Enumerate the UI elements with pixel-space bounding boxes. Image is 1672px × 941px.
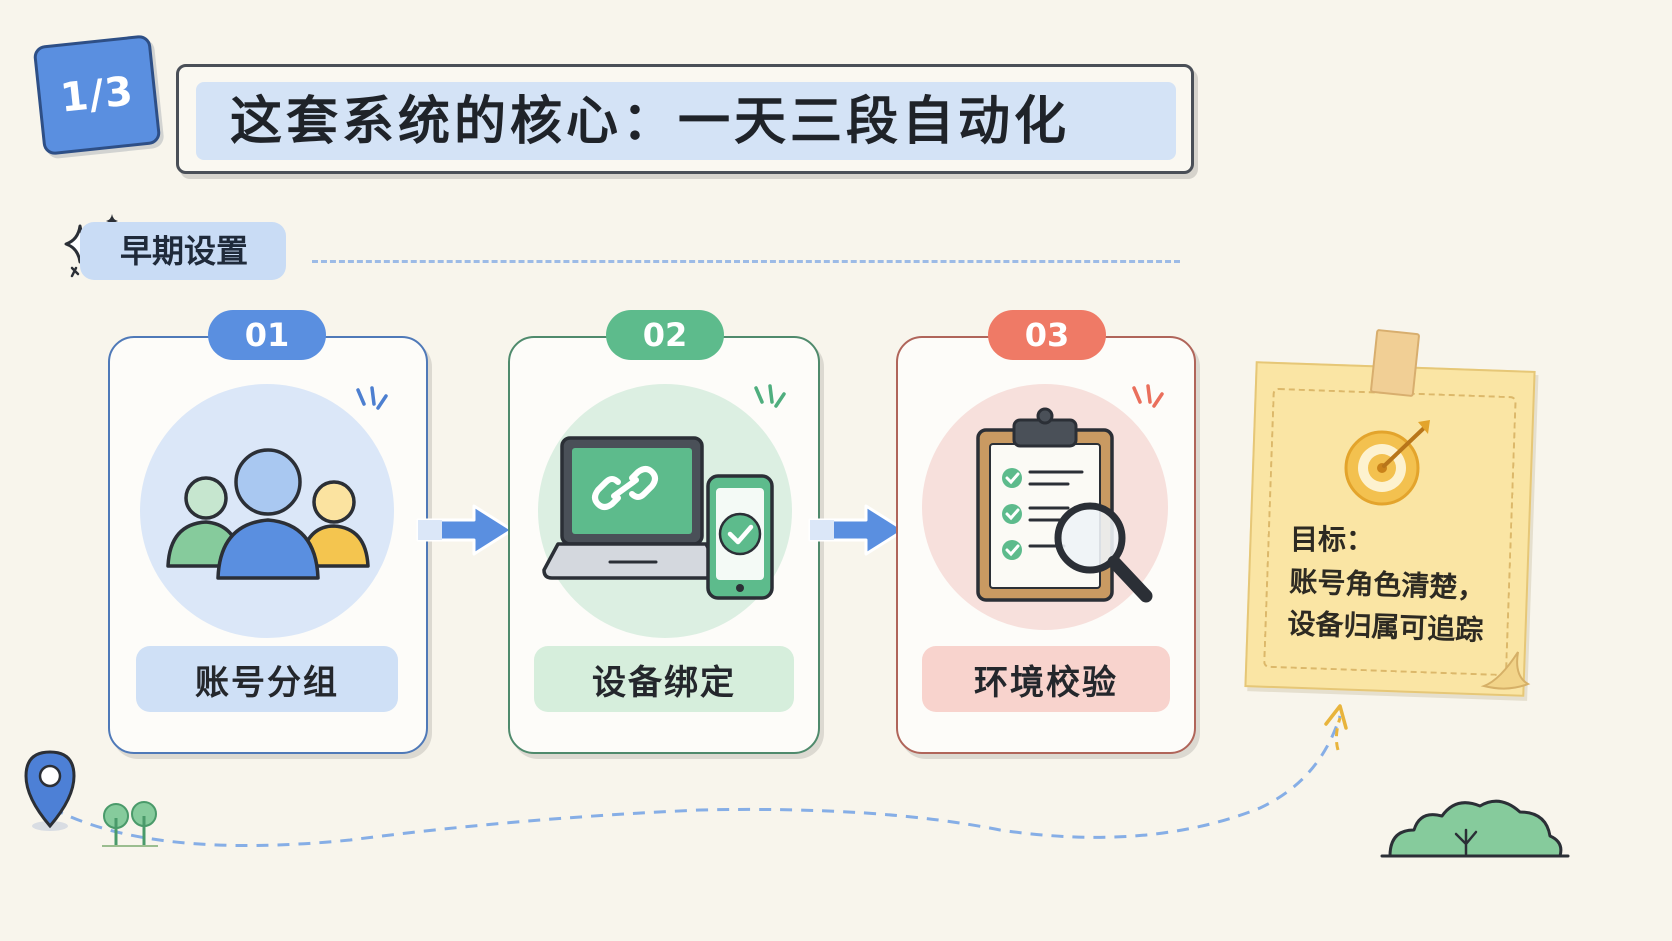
- goal-line-1: 账号角色清楚，: [1288, 565, 1486, 605]
- bush-icon: [1380, 799, 1570, 858]
- section-label: 早期设置: [120, 232, 249, 270]
- title-highlight: [196, 82, 1176, 160]
- arrow-right-icon: [808, 504, 906, 556]
- tape-icon: [1370, 329, 1420, 397]
- arrow-right-icon: [416, 504, 514, 556]
- step-label-2: 设备绑定: [534, 646, 794, 712]
- emphasis-marks-icon: [1132, 384, 1164, 408]
- user-group-icon: [166, 448, 370, 580]
- progress-path: [51, 704, 1348, 848]
- goal-line-2: 设备归属可追踪: [1286, 607, 1484, 647]
- emphasis-marks-icon: [356, 386, 388, 410]
- section-divider: [312, 260, 1180, 263]
- step-label-3: 环境校验: [922, 646, 1170, 712]
- trees-icon: [102, 801, 158, 847]
- linked-devices-icon: [542, 436, 774, 600]
- clipboard-check-icon: [976, 407, 1153, 603]
- step-number-1: 01: [208, 310, 326, 360]
- page-number-badge: 1/3: [32, 34, 162, 156]
- map-pin-icon: [24, 750, 76, 831]
- step-number-2: 02: [606, 310, 724, 360]
- note-curl-icon: [1480, 651, 1531, 690]
- goal-title: 目标：: [1290, 523, 1375, 556]
- section-pill: [80, 222, 286, 280]
- target-icon: [1344, 420, 1430, 506]
- emphasis-marks-icon: [754, 384, 786, 408]
- step-label-1: 账号分组: [136, 646, 398, 712]
- page-title: 这套系统的核心：一天三段自动化: [230, 92, 1071, 152]
- step-number-3: 03: [988, 310, 1106, 360]
